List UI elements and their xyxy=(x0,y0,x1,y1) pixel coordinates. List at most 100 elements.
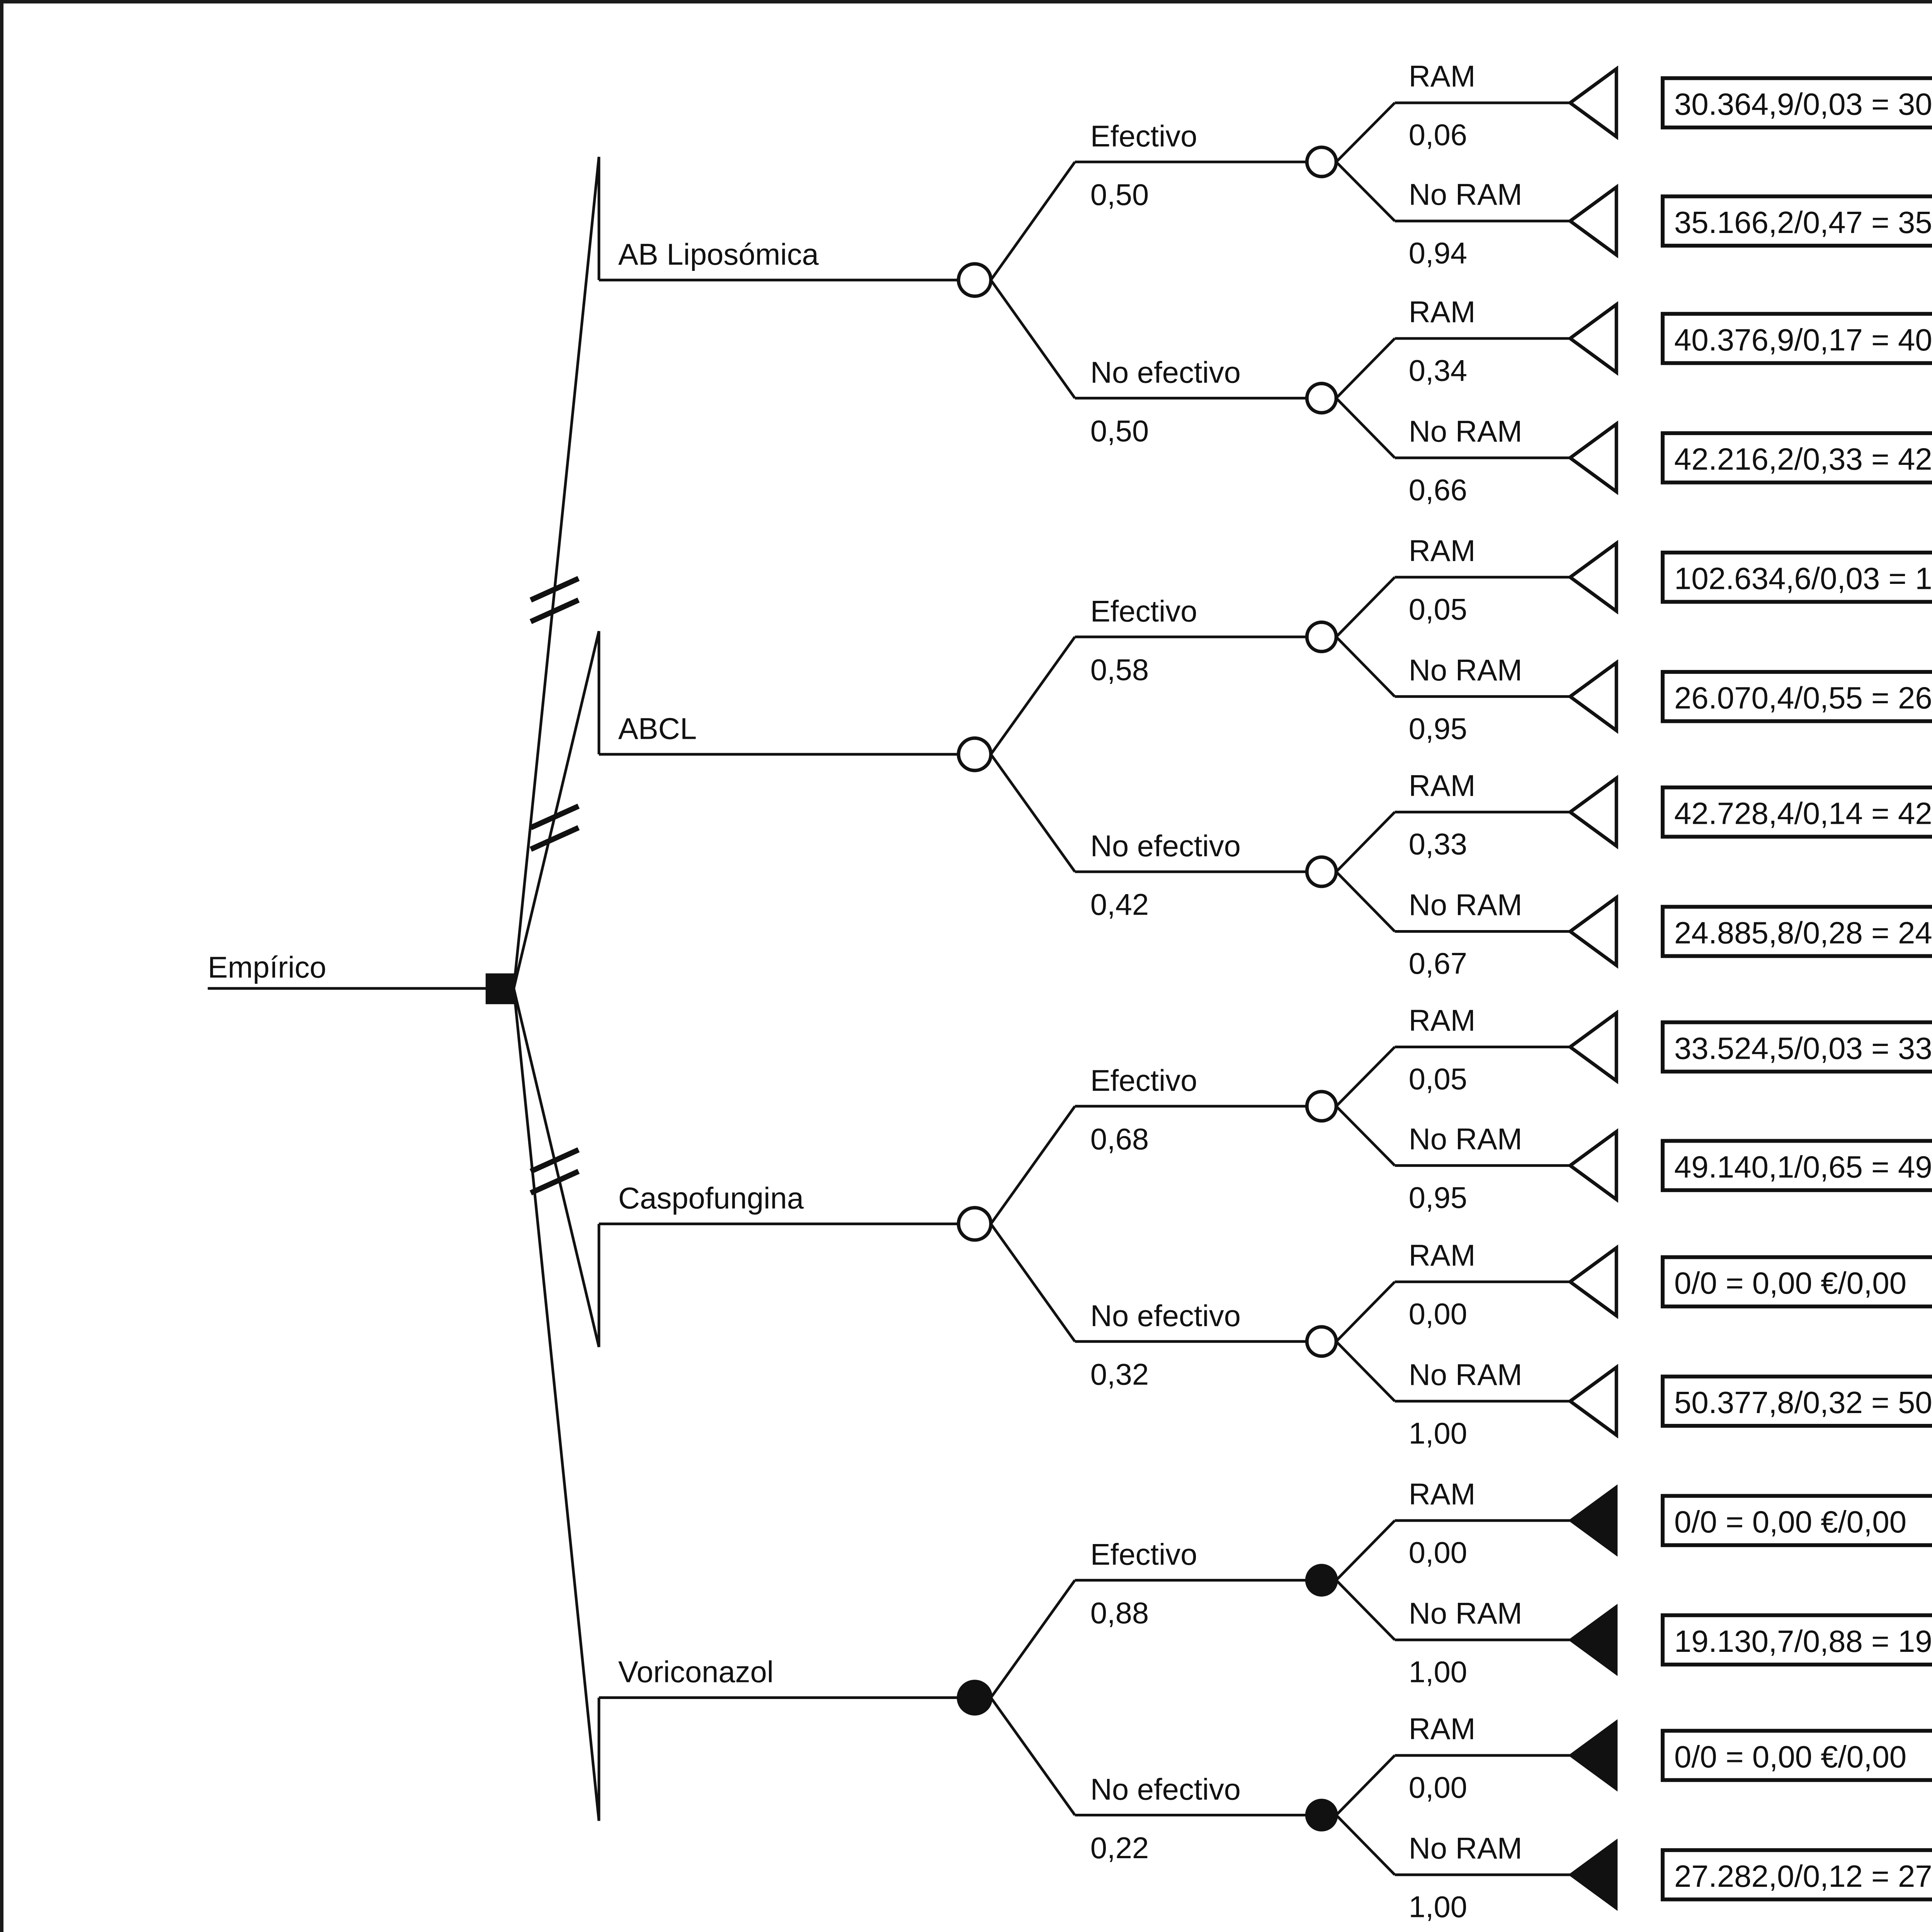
terminal-node[interactable] xyxy=(1567,775,1618,850)
chance-node-strategy[interactable] xyxy=(957,736,993,772)
strategy-edge-diagonal xyxy=(512,156,600,989)
outcome-probability: 0,33 xyxy=(1409,828,1467,861)
payoff-box[interactable] xyxy=(1660,550,1932,604)
state-label: Efectivo xyxy=(1090,120,1197,153)
payoff-box[interactable] xyxy=(1660,1494,1932,1547)
terminal-node[interactable] xyxy=(1568,1484,1618,1557)
payoff-value: 0/0 = 0,00 €/0,00 xyxy=(1674,1266,1906,1300)
chance-node-strategy[interactable] xyxy=(957,262,993,298)
payoff-box[interactable] xyxy=(1660,1255,1932,1309)
terminal-node[interactable] xyxy=(1567,65,1618,140)
outcome-label: No RAM xyxy=(1409,1597,1522,1630)
chance-node-state[interactable] xyxy=(1305,620,1338,653)
terminal-node[interactable] xyxy=(1567,659,1618,734)
state-probability: 0,68 xyxy=(1090,1123,1149,1156)
state-edge-diagonal xyxy=(990,1223,1076,1342)
outcome-probability: 0,95 xyxy=(1409,712,1467,745)
terminal-node[interactable] xyxy=(1567,184,1618,259)
terminal-node[interactable] xyxy=(1568,1719,1618,1792)
payoff-box[interactable] xyxy=(1660,1020,1932,1074)
terminal-node[interactable] xyxy=(1567,540,1618,615)
terminal-node[interactable] xyxy=(1567,1364,1618,1439)
state-edge-diagonal xyxy=(990,1697,1076,1816)
payoff-box[interactable] xyxy=(1660,670,1932,723)
state-label: No efectivo xyxy=(1090,1773,1241,1806)
outcome-probability: 0,66 xyxy=(1409,473,1467,507)
strategy-label: Voriconazol xyxy=(618,1656,774,1689)
payoff-value: 19.130,7/0,88 = 19.130,70 €/0,88 xyxy=(1674,1624,1932,1658)
terminal-node[interactable] xyxy=(1568,1604,1618,1676)
root-label: Empírico xyxy=(208,951,327,984)
state-label: Efectivo xyxy=(1090,1064,1197,1097)
payoff-value: 50.377,8/0,32 = 50.377,8 €/0,32 xyxy=(1674,1385,1932,1420)
chance-node-state[interactable] xyxy=(1305,1090,1338,1123)
payoff-value: 24.885,8/0,28 = 24.885,8 €/0,28 xyxy=(1674,915,1932,950)
state-edge-diagonal xyxy=(990,1105,1076,1225)
outcome-label: RAM xyxy=(1409,1004,1476,1037)
pruned-branch-marker xyxy=(529,803,580,830)
payoff-box[interactable] xyxy=(1660,1139,1932,1192)
state-probability: 0,42 xyxy=(1090,888,1149,922)
terminal-node[interactable] xyxy=(1567,1009,1618,1085)
state-probability: 0,88 xyxy=(1090,1597,1149,1630)
payoff-box[interactable] xyxy=(1660,785,1932,839)
outcome-label: RAM xyxy=(1409,769,1476,803)
chance-node-strategy[interactable] xyxy=(957,1206,993,1242)
payoff-value: 42.728,4/0,14 = 42.728,4 €/0,14 xyxy=(1674,796,1932,831)
outcome-probability: 0,00 xyxy=(1409,1298,1467,1331)
outcome-label: No RAM xyxy=(1409,1832,1522,1865)
outcome-edge-diagonal xyxy=(1335,576,1396,638)
payoff-value: 49.140,1/0,65 = 49.140,1 €/0,65 xyxy=(1674,1150,1932,1184)
terminal-node[interactable] xyxy=(1567,1244,1618,1319)
outcome-edge-diagonal xyxy=(1335,811,1396,873)
outcome-probability: 0,00 xyxy=(1409,1536,1467,1570)
payoff-value: 102.634,6/0,03 = 102.634,6 €/0,03 xyxy=(1674,561,1932,596)
terminal-node[interactable] xyxy=(1567,301,1618,376)
payoff-box[interactable] xyxy=(1660,194,1932,248)
payoff-box[interactable] xyxy=(1660,431,1932,485)
strategy-label: Caspofungina xyxy=(618,1182,804,1215)
payoff-box[interactable] xyxy=(1660,1374,1932,1428)
state-label: Efectivo xyxy=(1090,1538,1197,1571)
payoff-value: 30.364,9/0,03 = 30.364,9 €/0,03 xyxy=(1674,87,1932,121)
strategy-label: ABCL xyxy=(618,712,697,745)
payoff-value: 40.376,9/0,17 = 40.376,9 €/0,17 xyxy=(1674,323,1932,357)
outcome-edge-diagonal xyxy=(1335,161,1396,222)
payoff-box[interactable] xyxy=(1660,76,1932,129)
payoff-box[interactable] xyxy=(1660,1613,1932,1667)
payoff-box[interactable] xyxy=(1660,905,1932,958)
root-decision-node[interactable] xyxy=(485,973,515,1004)
outcome-label: RAM xyxy=(1409,1239,1476,1272)
chance-node-state[interactable] xyxy=(1305,855,1338,888)
terminal-node[interactable] xyxy=(1567,1128,1618,1203)
terminal-node[interactable] xyxy=(1568,1838,1618,1911)
payoff-box[interactable] xyxy=(1660,1848,1932,1901)
outcome-edge-diagonal xyxy=(1335,1281,1396,1343)
state-edge-diagonal xyxy=(990,636,1076,755)
outcome-probability: 0,06 xyxy=(1409,119,1467,152)
outcome-edge-diagonal xyxy=(1335,1105,1396,1167)
chance-node-state[interactable] xyxy=(1305,1325,1338,1358)
outcome-probability: 1,00 xyxy=(1409,1417,1467,1450)
state-probability: 0,58 xyxy=(1090,653,1149,687)
payoff-value: 0/0 = 0,00 €/0,00 xyxy=(1674,1505,1906,1539)
strategy-edge-diagonal xyxy=(512,631,600,989)
outcome-label: No RAM xyxy=(1409,889,1522,922)
chance-node-state[interactable] xyxy=(1305,382,1338,415)
state-label: Efectivo xyxy=(1090,595,1197,628)
outcome-label: No RAM xyxy=(1409,415,1522,448)
chance-node-state[interactable] xyxy=(1305,145,1338,179)
chance-node-strategy[interactable] xyxy=(957,1680,993,1716)
payoff-box[interactable] xyxy=(1660,312,1932,365)
state-label: No efectivo xyxy=(1090,830,1241,863)
chance-node-state[interactable] xyxy=(1305,1564,1338,1597)
payoff-value: 35.166,2/0,47 = 35.166,2 €/0,47 xyxy=(1674,205,1932,240)
outcome-edge-diagonal xyxy=(1335,337,1396,399)
terminal-node[interactable] xyxy=(1567,894,1618,969)
payoff-box[interactable] xyxy=(1660,1729,1932,1782)
terminal-node[interactable] xyxy=(1567,420,1618,495)
outcome-probability: 0,00 xyxy=(1409,1771,1467,1804)
pruned-branch-marker xyxy=(529,597,580,624)
chance-node-state[interactable] xyxy=(1305,1799,1338,1832)
